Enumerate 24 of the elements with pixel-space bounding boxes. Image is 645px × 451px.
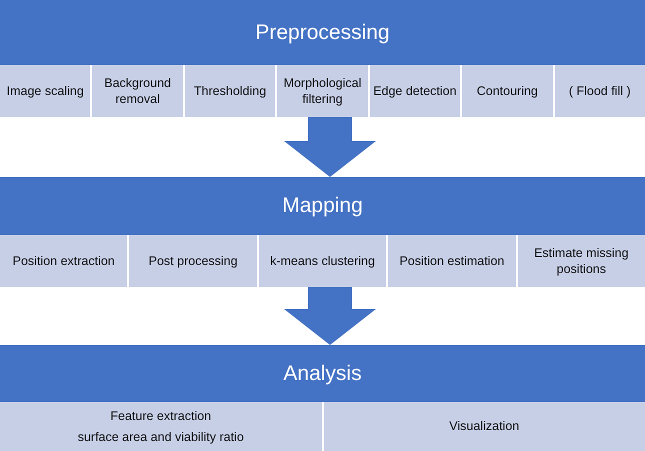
step-box: Morphological filtering <box>277 65 368 117</box>
step-box <box>0 402 322 451</box>
block-arrow <box>284 117 376 177</box>
step-label: Feature extraction <box>110 408 212 424</box>
block-arrow <box>284 287 376 345</box>
step-box: Edge detection <box>370 65 460 117</box>
stage-title: Mapping <box>281 193 364 219</box>
step-box: Image scaling <box>0 65 90 117</box>
stage-title: Preprocessing <box>254 20 391 46</box>
step-box: Position extraction <box>0 235 128 287</box>
step-box: ( Flood fill ) <box>554 65 645 117</box>
step-box: Background removal <box>92 65 183 117</box>
stage-band <box>0 345 645 451</box>
step-detail: surface area and viability ratio <box>78 428 244 445</box>
step-box: Contouring <box>462 65 553 117</box>
step-box: Visualization <box>324 402 645 451</box>
stage-band <box>0 177 645 287</box>
stage-band <box>0 0 645 117</box>
step-box: Estimate missing positions <box>518 235 645 287</box>
stage-title: Analysis <box>282 360 363 386</box>
step-box: Position estimation <box>388 235 516 287</box>
step-box: Post processing <box>129 235 257 287</box>
step-box: Thresholding <box>184 65 276 117</box>
step-box: k-means clustering <box>258 235 386 287</box>
